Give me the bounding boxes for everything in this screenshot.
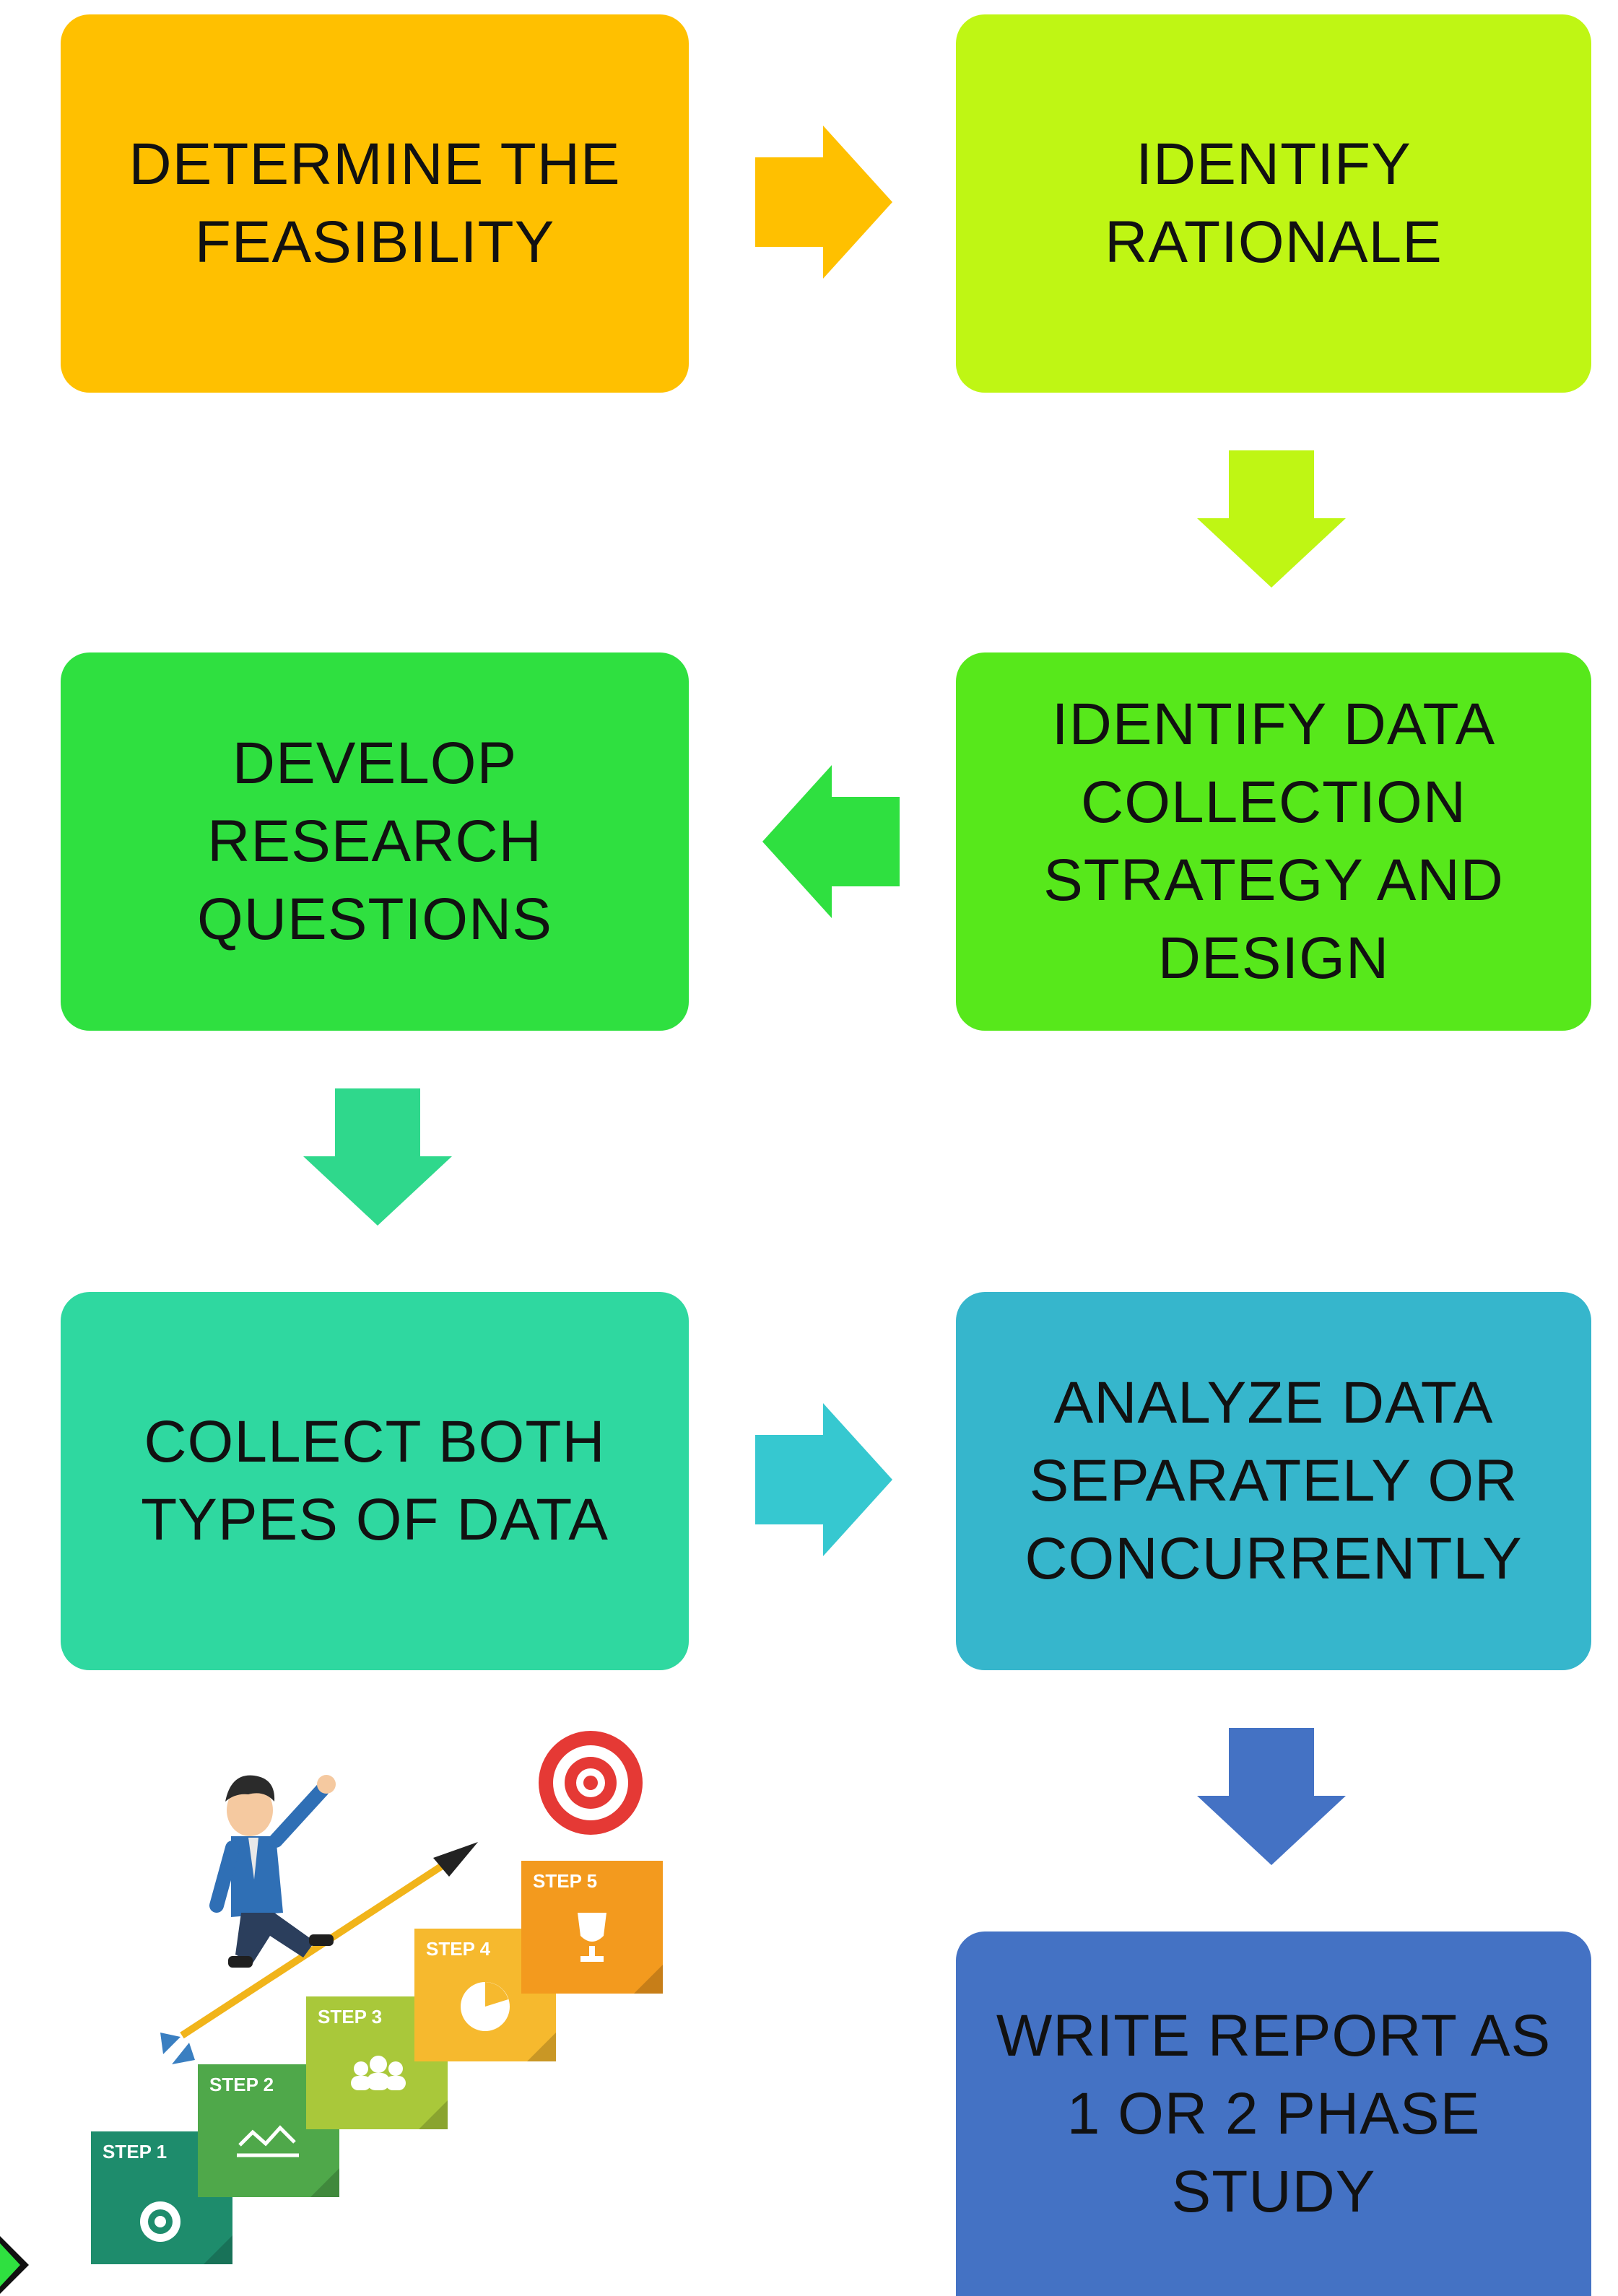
target-icon (539, 1731, 643, 1835)
line-chart-icon (237, 2125, 299, 2157)
arrow-right-icon (755, 1403, 892, 1556)
team-icon (351, 2056, 406, 2090)
gear-icon (140, 2201, 180, 2242)
step-label: WRITE REPORT AS 1 OR 2 PHASE STUDY (996, 2002, 1552, 2225)
stair-label: STEP 5 (533, 1870, 597, 1892)
step-box-collect-both-types: COLLECT BOTH TYPES OF DATA (61, 1292, 689, 1670)
step-label: DETERMINE THE FEASIBILITY (129, 131, 621, 275)
step-box-identify-data-collection: IDENTIFY DATA COLLECTION STRATEGY AND DE… (956, 652, 1591, 1031)
pie-chart-icon (461, 1982, 510, 2031)
businessman-figure (209, 1775, 336, 1968)
step-label: COLLECT BOTH TYPES OF DATA (141, 1409, 609, 1553)
stair-label: STEP 3 (318, 2006, 382, 2027)
spear-arrow-icon (160, 1842, 478, 2064)
step-box-analyze-data: ANALYZE DATA SEPARATELY OR CONCURRENTLY (956, 1292, 1591, 1670)
stair-label: STEP 2 (209, 2074, 274, 2095)
stair-label: STEP 4 (426, 1938, 491, 1960)
trophy-icon (578, 1913, 606, 1962)
stair-label: STEP 1 (103, 2141, 167, 2162)
arrow-right-icon (755, 126, 892, 279)
step-box-write-report: WRITE REPORT AS 1 OR 2 PHASE STUDY (956, 1931, 1591, 2296)
arrow-down-icon (303, 1088, 452, 1226)
step-label: DEVELOP RESEARCH QUESTIONS (197, 730, 552, 952)
step-box-determine-feasibility: DETERMINE THE FEASIBILITY (61, 14, 689, 393)
step-label: ANALYZE DATA SEPARATELY OR CONCURRENTLY (1025, 1370, 1523, 1592)
arrow-left-icon (762, 765, 900, 918)
arrow-down-icon (1197, 450, 1346, 588)
step-label: IDENTIFY RATIONALE (1105, 131, 1443, 275)
career-steps-illustration: STEP 1 STEP 2 STEP 3 STEP 4 STEP 5 (91, 1731, 663, 2264)
step-label: IDENTIFY DATA COLLECTION STRATEGY AND DE… (1043, 691, 1504, 991)
corner-chevron-icon (0, 2236, 29, 2294)
arrow-down-icon (1197, 1728, 1346, 1865)
step-box-develop-research-questions: DEVELOP RESEARCH QUESTIONS (61, 652, 689, 1031)
step-box-identify-rationale: IDENTIFY RATIONALE (956, 14, 1591, 393)
